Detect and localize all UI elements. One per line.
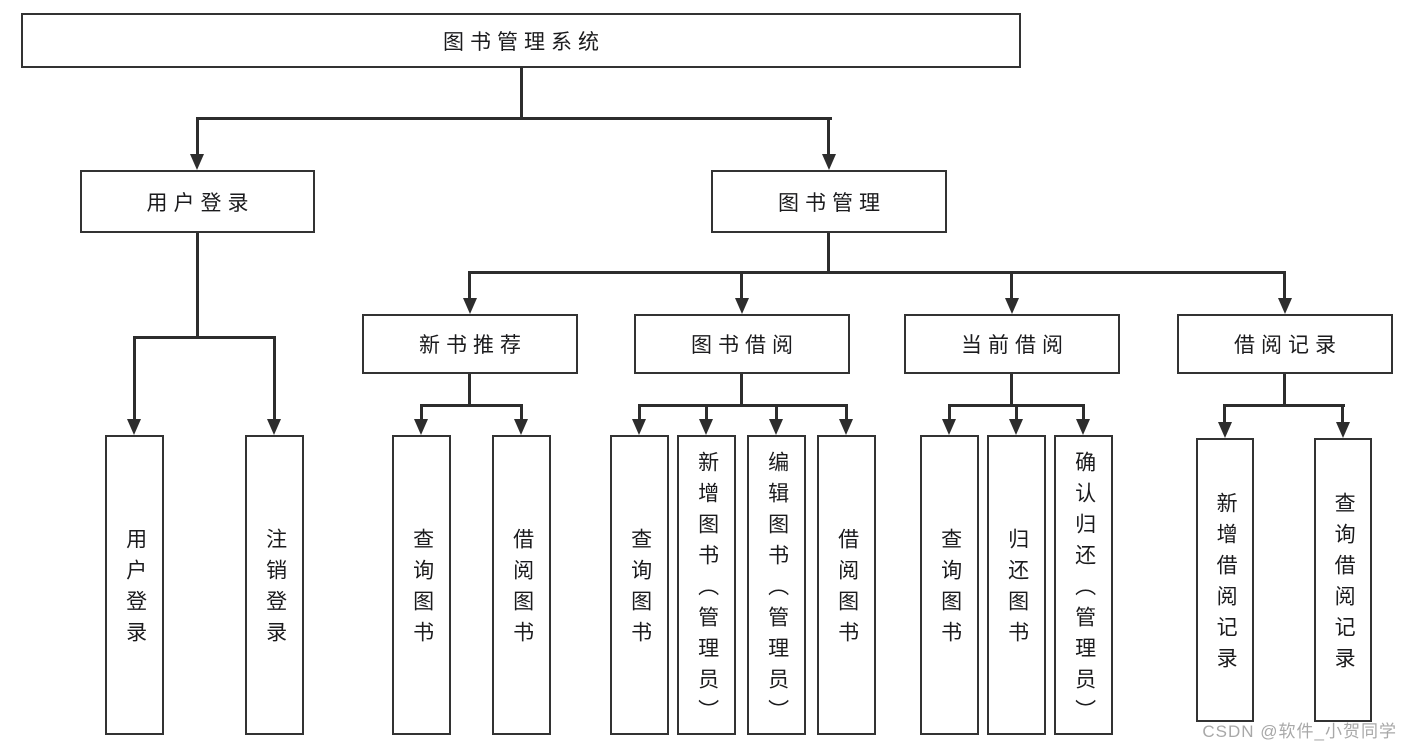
leaf-add-borrow-record: 新增借阅记录 — [1196, 438, 1254, 722]
connector-line — [196, 117, 199, 155]
node-label: 图书管理 — [778, 191, 886, 215]
leaf-label: 确认归还（管理员） — [1072, 450, 1096, 730]
connector-line — [1015, 404, 1018, 421]
connector-line — [1082, 404, 1085, 421]
arrowhead-down — [190, 154, 204, 170]
connector-line — [740, 374, 743, 405]
connector-line — [638, 404, 848, 407]
node-new-book-recommendation: 新书推荐 — [362, 314, 578, 374]
node-library-system: 图书管理系统 — [21, 13, 1021, 68]
arrowhead-down — [414, 419, 428, 435]
leaf-query-borrow-record: 查询借阅记录 — [1314, 438, 1372, 722]
connector-line — [468, 271, 1286, 274]
leaf-label: 查询图书 — [628, 528, 652, 652]
connector-line — [1341, 404, 1344, 424]
connector-line — [420, 404, 523, 407]
node-label: 用户登录 — [146, 191, 255, 215]
node-label: 图书借阅 — [691, 334, 799, 357]
connector-line — [196, 117, 832, 120]
arrowhead-down — [1009, 419, 1023, 435]
connector-line — [1223, 404, 1226, 424]
arrowhead-down — [632, 419, 646, 435]
arrowhead-down — [735, 298, 749, 314]
connector-line — [1010, 374, 1013, 405]
connector-line — [1283, 271, 1286, 299]
arrowhead-down — [1218, 422, 1232, 438]
connector-line — [827, 117, 830, 155]
node-label: 借阅记录 — [1234, 334, 1342, 357]
leaf-add-books-admin: 新增图书（管理员） — [677, 435, 736, 735]
arrowhead-down — [699, 419, 713, 435]
arrowhead-down — [514, 419, 528, 435]
leaf-label: 新增图书（管理员） — [695, 450, 719, 730]
leaf-label: 编辑图书（管理员） — [765, 450, 789, 730]
arrowhead-down — [769, 419, 783, 435]
arrowhead-down — [127, 419, 141, 435]
leaf-label: 注销登录 — [263, 528, 287, 652]
connector-line — [520, 404, 523, 421]
connector-line — [1283, 374, 1286, 405]
node-book-borrowing: 图书借阅 — [634, 314, 850, 374]
arrowhead-down — [267, 419, 281, 435]
connector-line — [520, 67, 523, 118]
node-label: 图书管理系统 — [443, 30, 605, 54]
connector-line — [133, 336, 276, 339]
arrowhead-down — [942, 419, 956, 435]
connector-line — [468, 271, 471, 299]
leaf-label: 归还图书 — [1005, 528, 1029, 652]
leaf-edit-books-admin: 编辑图书（管理员） — [747, 435, 806, 735]
leaf-borrow-books: 借阅图书 — [817, 435, 876, 735]
leaf-query-books-borrowing: 查询图书 — [610, 435, 669, 735]
connector-line — [775, 404, 778, 421]
node-label: 当前借阅 — [961, 334, 1069, 357]
arrowhead-down — [1076, 419, 1090, 435]
connector-line — [1223, 404, 1345, 407]
arrowhead-down — [463, 298, 477, 314]
leaf-borrow-books-recommend: 借阅图书 — [492, 435, 551, 735]
arrowhead-down — [839, 419, 853, 435]
arrowhead-down — [1005, 298, 1019, 314]
arrowhead-down — [822, 154, 836, 170]
connector-line — [1010, 271, 1013, 299]
node-current-borrowing: 当前借阅 — [904, 314, 1120, 374]
leaf-label: 新增借阅记录 — [1214, 492, 1238, 678]
node-book-management: 图书管理 — [711, 170, 947, 233]
connector-line — [638, 404, 641, 421]
arrowhead-down — [1278, 298, 1292, 314]
leaf-label: 借阅图书 — [510, 528, 534, 652]
connector-line — [273, 336, 276, 421]
leaf-logout: 注销登录 — [245, 435, 304, 735]
leaf-user-login: 用户登录 — [105, 435, 164, 735]
leaf-return-books: 归还图书 — [987, 435, 1046, 735]
connector-line — [133, 336, 136, 421]
leaf-label: 借阅图书 — [835, 528, 859, 652]
node-label: 新书推荐 — [419, 334, 527, 357]
leaf-label: 用户登录 — [123, 528, 147, 652]
leaf-query-books-recommend: 查询图书 — [392, 435, 451, 735]
connector-line — [845, 404, 848, 421]
node-user-login: 用户登录 — [80, 170, 315, 233]
arrowhead-down — [1336, 422, 1350, 438]
connector-line — [468, 374, 471, 405]
leaf-confirm-return-admin: 确认归还（管理员） — [1054, 435, 1113, 735]
connector-line — [705, 404, 708, 421]
connector-line — [740, 271, 743, 299]
leaf-label: 查询借阅记录 — [1332, 492, 1356, 678]
connector-line — [196, 233, 199, 337]
connector-line — [420, 404, 423, 421]
connector-line — [948, 404, 951, 421]
node-borrowing-records: 借阅记录 — [1177, 314, 1393, 374]
leaf-label: 查询图书 — [410, 528, 434, 652]
leaf-label: 查询图书 — [938, 528, 962, 652]
leaf-query-books-current: 查询图书 — [920, 435, 979, 735]
watermark: CSDN @软件_小贺同学 — [1202, 722, 1397, 741]
connector-line — [827, 233, 830, 272]
